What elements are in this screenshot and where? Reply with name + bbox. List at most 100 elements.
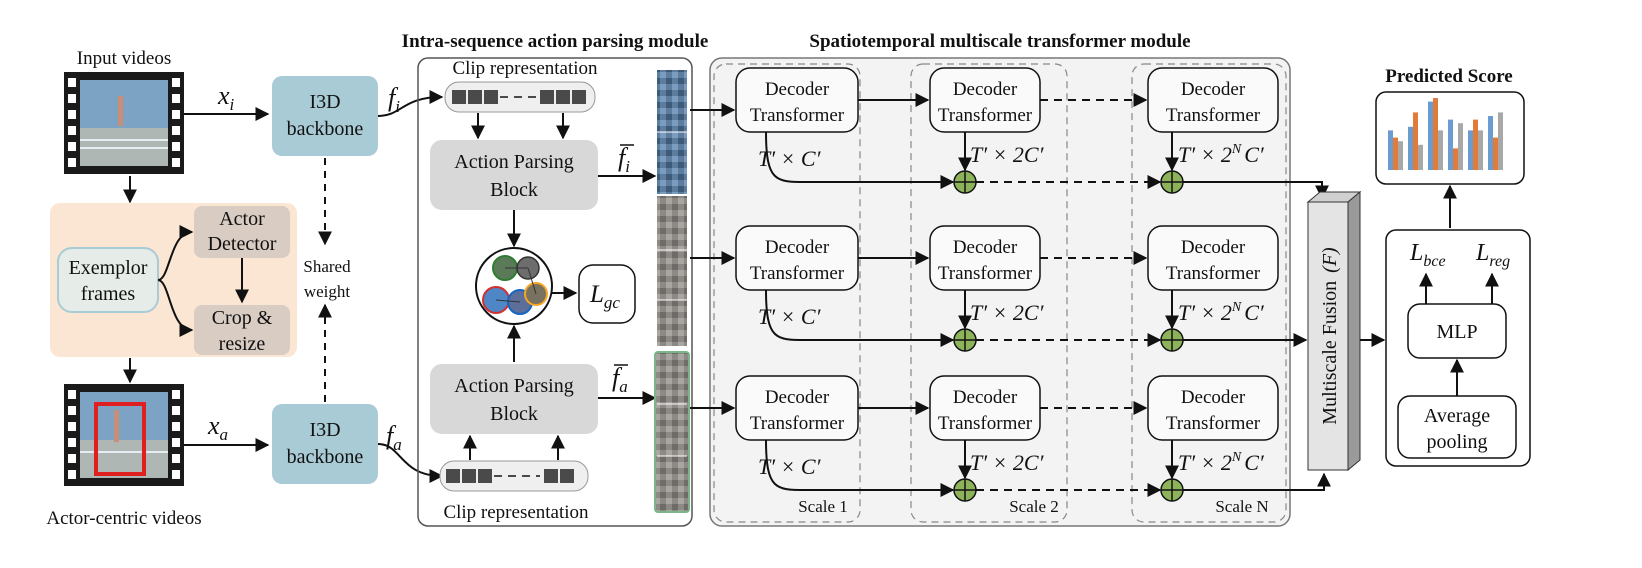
sprocket-hole xyxy=(172,406,180,415)
skip-connection xyxy=(765,289,955,347)
decoder-label-line2: Transformer xyxy=(1166,413,1261,434)
sprocket-hole xyxy=(172,158,180,167)
score-bar xyxy=(1498,112,1503,170)
i3d-backbone-top xyxy=(272,76,378,156)
apb-top-line2: Block xyxy=(490,179,538,201)
apb-bottom-line1: Action Parsing xyxy=(454,375,573,397)
sprocket-hole xyxy=(68,126,76,135)
decoder-label-line2: Transformer xyxy=(938,413,1033,434)
decoder-transformer-box xyxy=(1147,375,1279,441)
decoder-label-line2: Transformer xyxy=(750,413,845,434)
action-parsing-block-bottom xyxy=(430,364,598,434)
clip-representation-bottom xyxy=(439,460,589,492)
decoder-label-line2: Transformer xyxy=(938,105,1033,126)
sprocket-hole xyxy=(172,94,180,103)
f-i-label: fi xyxy=(388,83,400,116)
mlp-box xyxy=(1407,303,1507,359)
scale-n-column xyxy=(1131,63,1287,523)
sprocket-hole xyxy=(68,110,76,119)
score-bar xyxy=(1413,112,1418,170)
shared-weight-line1: Shared xyxy=(303,257,351,276)
l-gc-label: Lgc xyxy=(589,281,620,312)
crop-resize-line1: Crop & xyxy=(212,307,273,329)
sprocket-hole xyxy=(68,470,76,479)
sprocket-hole xyxy=(68,406,76,415)
fbar-a-label: fa xyxy=(612,363,628,396)
sprocket-hole xyxy=(172,110,180,119)
transformer-rows: DecoderTransformerDecoderTransformerDeco… xyxy=(690,67,1331,502)
decoder-label-line2: Transformer xyxy=(938,263,1033,284)
intra-sequence-module-box xyxy=(417,57,693,527)
decoder-label-line2: Transformer xyxy=(1166,263,1261,284)
clip-representation-top xyxy=(444,81,596,113)
exemplor-frames-line1: Exemplor xyxy=(69,257,148,279)
sprocket-hole xyxy=(172,390,180,399)
sprocket-hole xyxy=(68,422,76,431)
feature-strip xyxy=(654,70,690,513)
arrow-fi-to-clip xyxy=(377,90,444,117)
actor-detector-box xyxy=(194,206,290,258)
action-parsing-block-top xyxy=(430,140,598,210)
l-reg-label: Lreg xyxy=(1475,240,1510,270)
scale-2-column xyxy=(910,63,1068,523)
decoder-label-line2: Transformer xyxy=(750,263,845,284)
decoder-label-line1: Decoder xyxy=(1181,79,1246,100)
arrow-fa-to-clip xyxy=(377,443,444,483)
score-bar xyxy=(1478,130,1483,170)
skip-connection xyxy=(765,131,955,189)
l-bce-label: Lbce xyxy=(1409,240,1446,270)
crop-resize-line2: resize xyxy=(219,333,266,355)
scale-label-n: Scale N xyxy=(1215,497,1268,516)
decoder-label-line1: Decoder xyxy=(953,387,1018,408)
average-pooling-box xyxy=(1397,395,1517,459)
film-sprocket-holes xyxy=(68,78,180,479)
decoder-transformer-box xyxy=(1147,67,1279,133)
spatiotemporal-title: Spatiotemporal multiscale transformer mo… xyxy=(809,31,1190,52)
score-bar xyxy=(1488,116,1493,170)
cluster-graph xyxy=(475,247,553,325)
clip-rep-top-label: Clip representation xyxy=(452,58,598,79)
arrow-exemplor-to-detector xyxy=(157,225,194,281)
sprocket-hole xyxy=(68,78,76,87)
arrow-exemplor-to-crop xyxy=(157,279,194,337)
i3d-backbone-bottom xyxy=(272,404,378,484)
mlp-label: MLP xyxy=(1436,321,1477,343)
i3d-bottom-line2: backbone xyxy=(287,446,364,468)
score-bar xyxy=(1428,101,1433,170)
crop-resize-box xyxy=(194,305,290,355)
apb-top-line1: Action Parsing xyxy=(454,151,573,173)
input-video-thumbnail xyxy=(64,72,184,174)
score-bar xyxy=(1393,137,1398,170)
fusion-label: Multiscale Fusion(F) xyxy=(1319,247,1341,425)
avg-pool-line1: Average xyxy=(1424,405,1490,427)
i3d-bottom-line1: I3D xyxy=(309,419,340,441)
shared-weight-line2: weight xyxy=(304,282,351,301)
fbar-i-label: fi xyxy=(618,143,630,176)
sprocket-hole xyxy=(68,158,76,167)
i3d-top-line2: backbone xyxy=(287,118,364,140)
score-bar xyxy=(1438,130,1443,170)
arrow-to-fusion xyxy=(1183,472,1331,491)
dim-label-scale-2: T′ × 2C′ xyxy=(970,300,1045,325)
sprocket-hole xyxy=(172,422,180,431)
score-bar xyxy=(1388,130,1393,170)
sprocket-hole xyxy=(172,438,180,447)
score-bar xyxy=(1408,126,1413,170)
sprocket-hole xyxy=(172,454,180,463)
clip-rep-bottom-label: Clip representation xyxy=(443,502,589,523)
i3d-top-line1: I3D xyxy=(309,91,340,113)
sprocket-hole xyxy=(172,126,180,135)
sprocket-hole xyxy=(68,390,76,399)
avg-pool-line2: pooling xyxy=(1426,431,1487,453)
decoder-label-line1: Decoder xyxy=(1181,387,1246,408)
decoder-label-line2: Transformer xyxy=(1166,105,1261,126)
decoder-label-line1: Decoder xyxy=(953,79,1018,100)
score-bar xyxy=(1473,119,1478,170)
score-bar-chart xyxy=(1388,98,1503,170)
predicted-score-title: Predicted Score xyxy=(1385,66,1513,87)
l-gc-box xyxy=(578,264,636,324)
decoder-label-line1: Decoder xyxy=(953,237,1018,258)
